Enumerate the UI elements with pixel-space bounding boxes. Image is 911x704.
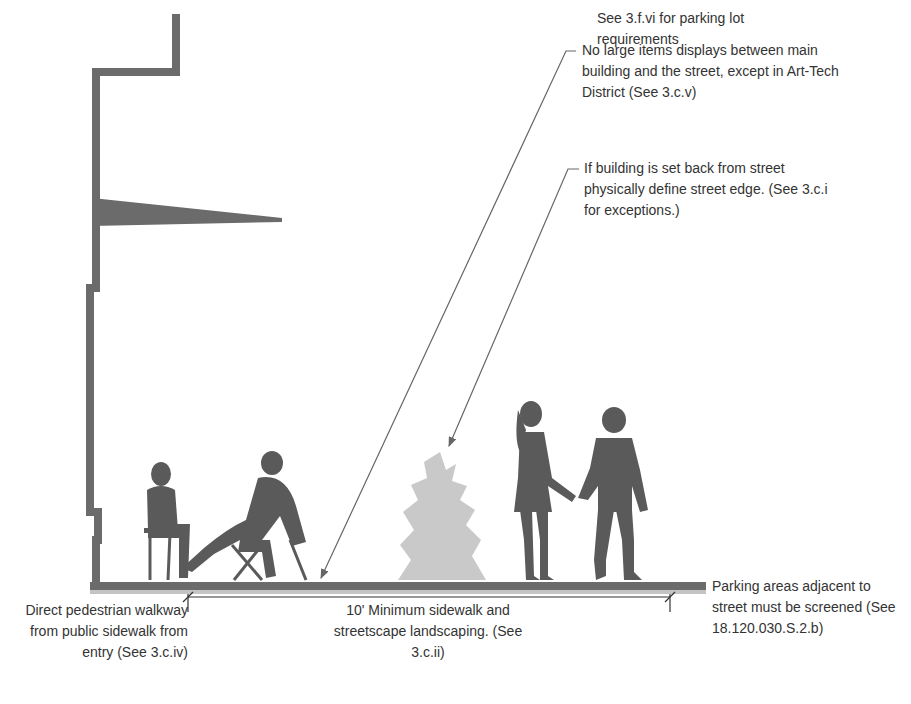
callout-text: Parking areas adjacent to street must be…	[712, 576, 898, 639]
lounge-chair	[232, 540, 306, 580]
street-edge-shrub	[398, 452, 486, 580]
callout-text: No large items displays between main bui…	[582, 40, 857, 103]
callout-text: If building is set back from street phys…	[584, 158, 844, 221]
callout-text: Direct pedestrian walkway from public si…	[22, 600, 188, 663]
awning	[92, 198, 282, 226]
sidewalk-surface	[90, 582, 706, 590]
walking-couple	[514, 401, 648, 580]
curb-line	[90, 590, 706, 594]
chair	[150, 533, 170, 580]
leader-lines	[321, 51, 579, 578]
dimension-label: 10' Minimum sidewalk and streetscape lan…	[318, 600, 538, 663]
